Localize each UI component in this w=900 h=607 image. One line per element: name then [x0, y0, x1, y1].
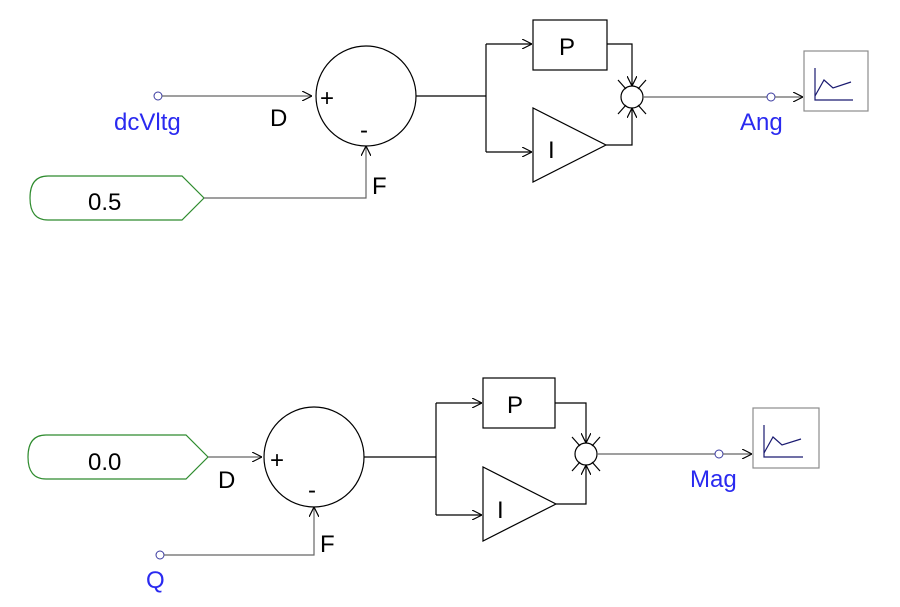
- loop-angle: dcVltg + - D 0.5 F P I An: [29, 19, 869, 221]
- signal-node-q[interactable]: [155, 550, 165, 560]
- constant-value-0-5: 0.5: [88, 189, 121, 216]
- adder-junction-1[interactable]: [620, 85, 644, 109]
- constant-source-0-5[interactable]: [29, 175, 205, 221]
- adder-tick-1c: [617, 104, 627, 115]
- graph-meter-icon[interactable]: [752, 407, 820, 469]
- integral-label-1: I: [548, 137, 555, 164]
- adder-tick-2b: [591, 436, 601, 447]
- signal-node-dcvltg[interactable]: [153, 91, 163, 101]
- signal-label-dcvltg: dcVltg: [114, 109, 181, 136]
- signal-label-ang: Ang: [740, 109, 783, 136]
- signal-label-mag: Mag: [690, 466, 737, 493]
- wire-i-to-adder-1: [606, 108, 632, 146]
- loop-magnitude: 0.0 D + - Q F P I Ma: [27, 377, 820, 594]
- adder-tick-1a: [617, 79, 627, 90]
- signal-label-q: Q: [146, 567, 165, 594]
- signal-node-mag[interactable]: [714, 449, 724, 459]
- constant-source-0-0[interactable]: [27, 434, 209, 480]
- sum-plus-sign-1: +: [320, 85, 334, 112]
- proportional-block-2[interactable]: [482, 377, 556, 429]
- wire-i-to-adder-2: [556, 465, 586, 505]
- wire-q-to-sum-2: [164, 507, 314, 556]
- wire-p-to-adder-2: [555, 402, 586, 443]
- sum-input-label-d-1: D: [270, 105, 287, 132]
- graph-meter-icon[interactable]: [803, 50, 869, 112]
- adder-tick-2d: [591, 461, 601, 472]
- integral-block-1[interactable]: [532, 107, 608, 183]
- integral-block-2[interactable]: [482, 466, 558, 542]
- adder-tick-1d: [637, 104, 647, 115]
- signal-node-ang[interactable]: [766, 92, 776, 102]
- sum-minus-sign-2: -: [308, 477, 316, 504]
- proportional-label-1: P: [559, 34, 575, 61]
- sum-plus-sign-2: +: [270, 447, 284, 474]
- adder-tick-2c: [571, 461, 581, 472]
- feedback-label-f-2: F: [320, 531, 335, 558]
- adder-tick-2a: [571, 436, 581, 447]
- constant-value-0-0: 0.0: [88, 449, 121, 476]
- wire-constant-to-sum-1: [204, 146, 366, 199]
- sum-input-label-d-2: D: [218, 467, 235, 494]
- feedback-label-f-1: F: [372, 173, 387, 200]
- sum-minus-sign-1: -: [360, 117, 368, 144]
- wire-p-to-adder-1: [607, 43, 632, 86]
- proportional-block-1[interactable]: [532, 19, 608, 71]
- integral-label-2: I: [497, 497, 504, 524]
- adder-junction-2[interactable]: [574, 442, 598, 466]
- proportional-label-2: P: [507, 392, 523, 419]
- adder-tick-1b: [637, 79, 647, 90]
